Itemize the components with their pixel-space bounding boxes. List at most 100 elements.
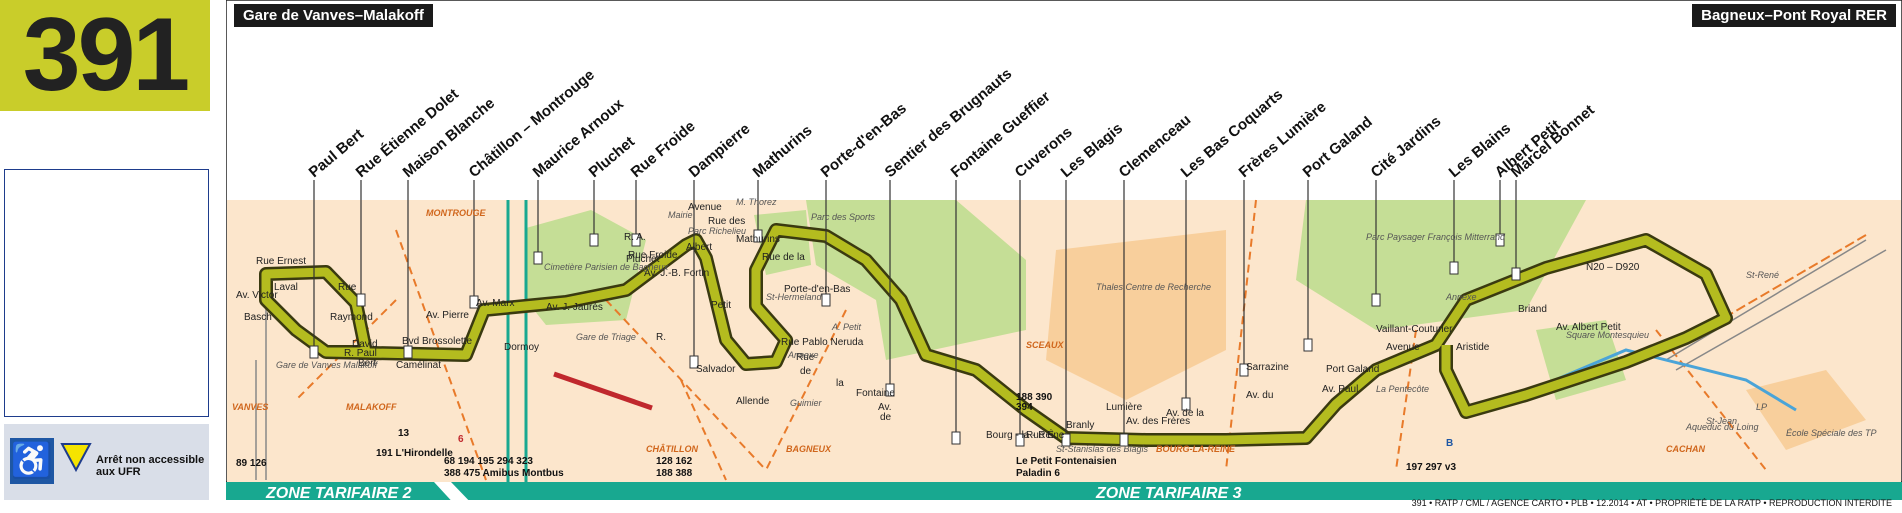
street-label: Camélinat <box>396 360 441 371</box>
street-label: Av. Pierre <box>426 310 469 321</box>
street-label: Dormoy <box>504 342 539 353</box>
blank-info-panel <box>4 169 209 417</box>
stop-marker <box>1119 433 1129 447</box>
copyright-footer: 391 • RATP / CML / AGENCE CARTO • PLB • … <box>1411 498 1892 508</box>
stop-marker <box>403 345 413 359</box>
street-label: Avenue <box>688 202 722 213</box>
stop-marker <box>1371 293 1381 307</box>
stop-marker <box>631 233 641 247</box>
street-label: Allende <box>736 396 770 407</box>
street-label: Port Galand <box>1326 364 1379 375</box>
bus-route-line-fill <box>261 225 1731 445</box>
street-label: Av. Victor <box>236 290 278 301</box>
route-number-badge: 391 <box>0 0 210 111</box>
street-label: Lumière <box>1106 402 1143 413</box>
place-label: St-Hermeland <box>766 292 823 302</box>
park-sports <box>806 200 1026 360</box>
street-label: Avenue <box>1386 342 1420 353</box>
commune-boundaries <box>295 199 1767 481</box>
connection-label: 197 297 v3 <box>1406 462 1456 473</box>
stop-marker <box>951 431 961 445</box>
street-label: Rue Pablo Neruda <box>781 337 864 348</box>
street-label: Mathurins <box>736 234 780 245</box>
street-label: Rue <box>338 282 357 293</box>
town-label: BOURG-LA-REINE <box>1156 444 1236 454</box>
connection-label: 128 162 <box>656 456 693 467</box>
place-label: Guimier <box>790 398 823 408</box>
town-label: BAGNEUX <box>786 444 832 454</box>
connection-label: 6 <box>458 434 464 445</box>
street-label: Fontaine <box>856 388 895 399</box>
place-label: La Pentecôte <box>1376 384 1429 394</box>
street-label: Rue <box>796 352 815 363</box>
place-label: Annexe <box>1445 292 1477 302</box>
terminus-start: Gare de Vanves–Malakoff <box>234 4 433 27</box>
park-mitterrand <box>1296 200 1586 330</box>
place-label: Thales Centre de Recherche <box>1096 282 1211 292</box>
street-label: Av. <box>878 402 892 413</box>
street-label: Av. Albert Petit <box>1556 322 1621 333</box>
stop-marker <box>1303 338 1313 352</box>
street-label: Salvador <box>696 364 736 375</box>
stop-marker <box>1449 261 1459 275</box>
railway <box>255 239 1887 480</box>
street-label: Av. J.-B. Fortin <box>644 268 709 279</box>
street-label: R. A. <box>624 232 646 243</box>
place-label: St-René <box>1746 270 1779 280</box>
street-label: Rue de la <box>762 252 805 263</box>
town-label: CACHAN <box>1666 444 1705 454</box>
street-label: Porte-d'en-Bas <box>784 284 850 295</box>
zone-label: ZONE TARIFAIRE 3 <box>1095 485 1242 502</box>
place-label: Parc Paysager François Mitterrand <box>1366 232 1506 242</box>
street-label: Sarrazine <box>1246 362 1289 373</box>
street-label: Av. de la <box>1166 408 1204 419</box>
non-accessible-triangle-icon <box>60 443 92 472</box>
place-label: Cimetière Parisien de Bagneux <box>544 262 669 272</box>
street-label: David <box>352 339 378 350</box>
street-label: Rue des <box>708 216 745 227</box>
connection-label: 388 475 Amibus Montbus <box>444 468 564 479</box>
street-label: la <box>836 378 844 389</box>
stop-marker <box>356 293 366 307</box>
wheelchair-icon: ♿ <box>10 438 54 484</box>
street-label: Bourg - la - Reine <box>986 430 1065 441</box>
stop-marker <box>1061 433 1071 447</box>
place-label: Gare de Vanves Malakoff <box>276 360 379 370</box>
stop-marker <box>1181 397 1191 411</box>
connection-label: 89 126 <box>236 458 267 469</box>
street-label: Bvd <box>402 336 419 347</box>
street-label: Rue Froide <box>628 250 678 261</box>
zone-bar <box>226 482 1902 500</box>
accessibility-legend: ♿ Arrêt non accessible aux UFR <box>4 424 209 500</box>
street-label: de <box>880 412 892 423</box>
street-label: Av. Paul <box>1322 384 1358 395</box>
stop-marker <box>589 233 599 247</box>
connection-label: Paladin 6 <box>1016 468 1060 479</box>
stop-marker <box>1511 267 1521 281</box>
street-label: Rue Ernest <box>256 256 306 267</box>
town-label: SCEAUX <box>1026 340 1065 350</box>
tram-t6-extension <box>553 371 653 411</box>
place-label: Parc des Sports <box>811 212 876 222</box>
place-label: St-Stanislas des Blagis <box>1056 444 1149 454</box>
stop-marker <box>821 293 831 307</box>
connection-label: 188 388 <box>656 468 693 479</box>
place-label: Mairie <box>668 210 693 220</box>
terminus-end: Bagneux–Pont Royal RER <box>1692 4 1896 27</box>
place-label: LP <box>1756 402 1767 412</box>
street-label: Brossolette <box>422 336 472 347</box>
zone-label: ZONE TARIFAIRE 2 <box>265 485 412 502</box>
street-label: Basch <box>244 312 272 323</box>
connection-label: 13 <box>398 428 410 439</box>
connection-label: 188 390 <box>1016 392 1053 403</box>
street-label: Av. du <box>1246 390 1273 401</box>
connection-label: 394 <box>1016 402 1033 413</box>
street-label: Briand <box>1518 304 1547 315</box>
place-label: École Spéciale des TP <box>1786 428 1877 438</box>
street-label: Av. J. Jaurès <box>546 302 603 313</box>
street-label: Raymond <box>330 312 373 323</box>
place-label: Annexe <box>787 350 819 360</box>
street-label: de <box>800 366 812 377</box>
